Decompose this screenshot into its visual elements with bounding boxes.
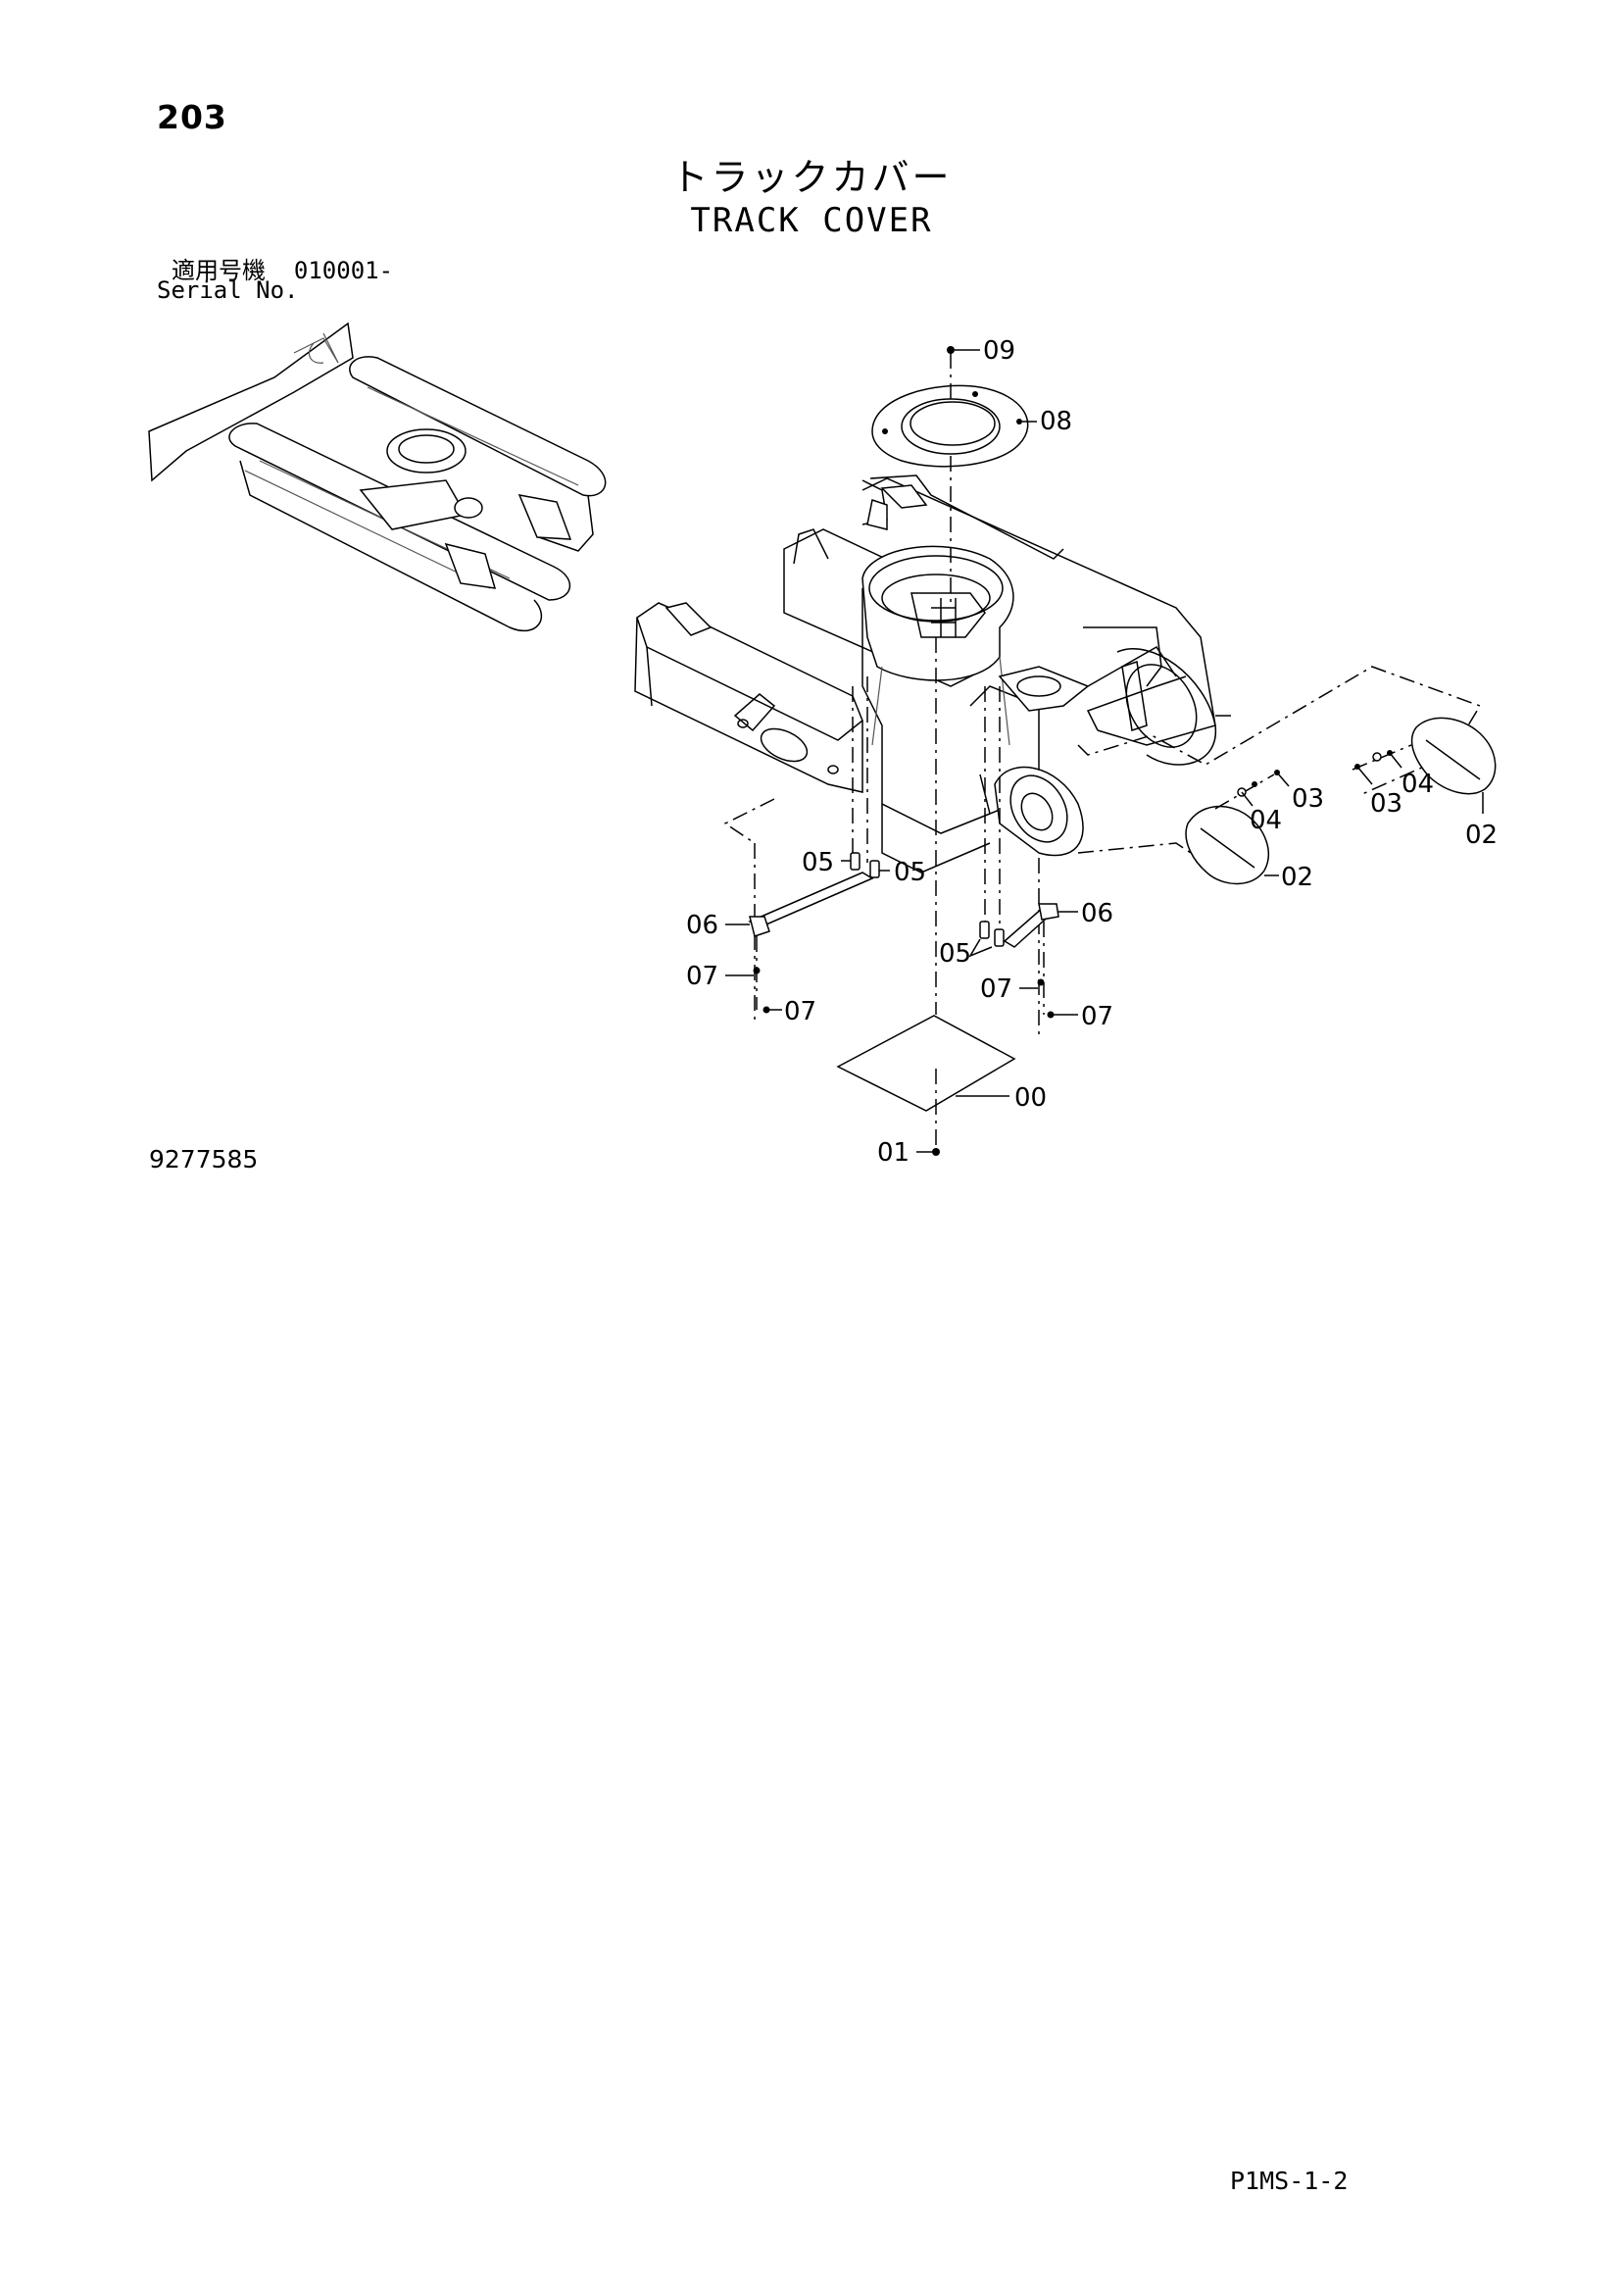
overview-under-cover — [359, 479, 467, 530]
callout-07-right-b: 07 — [1081, 1002, 1113, 1031]
overview-track-cover-left — [444, 542, 497, 589]
part-09-bolt — [947, 346, 980, 354]
callout-05-left-b: 05 — [894, 858, 926, 887]
callout-07-left-a: 07 — [686, 962, 718, 991]
callout-02-front: 02 — [1281, 863, 1313, 892]
callout-05-right: 05 — [939, 939, 971, 969]
callout-04-front: 04 — [1250, 806, 1282, 835]
page-number: 203 — [157, 98, 227, 136]
overview-blade — [148, 322, 354, 482]
callout-02-rear: 02 — [1465, 821, 1498, 850]
page-code: P1MS-1-2 — [1230, 2167, 1349, 2195]
callout-01: 01 — [877, 1138, 910, 1168]
part-02-track-cover-front — [1185, 805, 1279, 885]
part-00-under-cover — [836, 1015, 1016, 1112]
serial-label-en: Serial No. — [157, 276, 299, 304]
overview-thumbnail — [148, 322, 607, 632]
callout-00: 00 — [1014, 1083, 1047, 1113]
part-02-track-cover-rear — [1410, 717, 1497, 814]
left-bracket-set — [725, 676, 890, 1014]
rear-idler-wheel — [1116, 648, 1216, 766]
callout-06-left: 06 — [686, 911, 718, 940]
front-bolt-washer-set — [1214, 770, 1290, 810]
right-bracket-set — [968, 686, 1078, 1019]
callout-04-rear: 04 — [1402, 770, 1434, 799]
drawing-number: 9277585 — [149, 1145, 259, 1173]
overview-right-track — [349, 356, 607, 497]
undercarriage-frame — [634, 474, 1482, 1039]
serial-applicability: 適用号機 010001- — [172, 251, 393, 285]
callout-07-left-b: 07 — [784, 997, 816, 1026]
page-title-english: TRACK COVER — [690, 201, 933, 240]
callout-03-front: 03 — [1292, 784, 1324, 814]
callout-08: 08 — [1040, 407, 1072, 436]
callout-09: 09 — [983, 336, 1015, 366]
page-title-japanese: トラックカバー — [670, 156, 953, 199]
rear-bolt-washer-set — [1352, 744, 1412, 785]
serial-value: 010001- — [293, 257, 394, 284]
callout-06-right: 06 — [1081, 899, 1113, 928]
front-idler-wheel — [994, 766, 1084, 857]
serial-label-jp: 適用号機 — [172, 257, 266, 284]
callout-03-rear: 03 — [1370, 789, 1402, 819]
part-08-swing-cover-ring — [871, 384, 1037, 468]
callout-05-left-a: 05 — [802, 848, 834, 877]
callout-07-right-a: 07 — [980, 974, 1012, 1004]
overview-left-track — [228, 423, 571, 601]
overview-track-cover-right — [517, 494, 572, 540]
part-01-bolt — [916, 1148, 940, 1156]
